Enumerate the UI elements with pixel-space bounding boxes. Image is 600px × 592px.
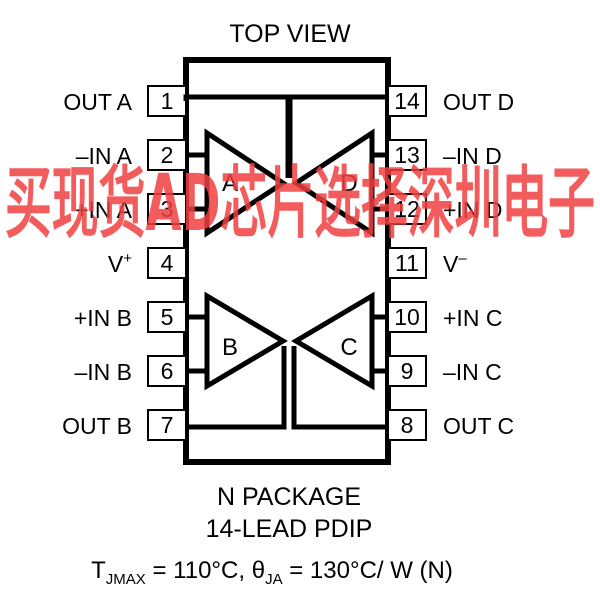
pin-number: 11: [395, 250, 419, 276]
top-view-title: TOP VIEW: [229, 20, 351, 48]
pin-label: OUT B: [62, 413, 132, 439]
pin-number: 10: [394, 304, 420, 330]
op-amp-b-label: B: [222, 334, 238, 361]
pin-box-2: [147, 139, 187, 171]
pin-label: V–: [443, 250, 467, 277]
pin-number: 8: [401, 412, 414, 438]
pin-box-6: [147, 355, 187, 387]
op-amp-c-symbol: [291, 291, 375, 391]
pin-box-11: [387, 247, 427, 279]
wire-out-b: [186, 346, 287, 430]
thermal-spec: TJMAX = 110°C, θJA = 130°C/ W (N): [91, 557, 453, 588]
pin-numbers: 1 2 3 4 5 6 7 14 13 12 11 10 9 8: [161, 88, 420, 438]
pin-label: OUT D: [443, 89, 514, 115]
op-amp-b-symbol: [204, 291, 288, 391]
right-pin-labels: OUT D –IN D +IN D V– +IN C –IN C OUT C: [443, 89, 514, 439]
pin-label: +IN A: [75, 197, 133, 223]
left-pin-boxes: [147, 85, 187, 441]
pin-label: –IN A: [76, 143, 133, 169]
pin-number: 12: [394, 196, 420, 222]
pin-label: +IN D: [443, 197, 502, 223]
package-name: N PACKAGE: [217, 483, 361, 511]
pin-box-5: [147, 301, 187, 333]
pin-label: OUT A: [63, 89, 132, 115]
pin-number: 1: [161, 88, 174, 114]
op-amp-d-symbol: [291, 128, 375, 238]
pin-label: V+: [108, 250, 132, 277]
pin-label: –IN C: [443, 359, 502, 385]
pin-label: +IN B: [74, 305, 132, 331]
op-amp-a-label: A: [222, 170, 238, 197]
pin-box-14: [387, 85, 427, 117]
pin-number: 5: [161, 304, 174, 330]
internal-wiring: [183, 94, 388, 430]
left-pin-labels: OUT A –IN A +IN A V+ +IN B –IN B OUT B: [62, 89, 133, 439]
wire-out-c: [291, 346, 388, 430]
pin-label: OUT C: [443, 413, 514, 439]
pin-label: –IN D: [443, 143, 502, 169]
pin-box-8: [387, 409, 427, 441]
package-lead-count: 14-LEAD PDIP: [206, 515, 373, 543]
pin-number: 7: [161, 412, 174, 438]
pin-box-4: [147, 247, 187, 279]
watermark-text: 买现货AD芯片选择深圳电子: [5, 159, 595, 249]
pin-number: 4: [161, 250, 174, 276]
pin-box-7: [147, 409, 187, 441]
pin-label: +IN C: [443, 305, 502, 331]
pin-number: 13: [394, 142, 420, 168]
op-amp-d-label: D: [340, 170, 357, 197]
right-pin-boxes: [387, 85, 427, 441]
pin-number: 2: [161, 142, 174, 168]
watermark: 买现货AD芯片选择深圳电子: [5, 159, 595, 249]
pin-number: 9: [401, 358, 414, 384]
op-amp-a-symbol: [204, 128, 288, 238]
pin-number: 14: [394, 88, 420, 114]
op-amp-c-label: C: [340, 334, 357, 361]
wire-out-d: [287, 94, 388, 178]
pin-number: 3: [161, 196, 174, 222]
pin-label: –IN B: [74, 359, 132, 385]
pin-box-1: [147, 85, 187, 117]
pin-number: 6: [161, 358, 174, 384]
